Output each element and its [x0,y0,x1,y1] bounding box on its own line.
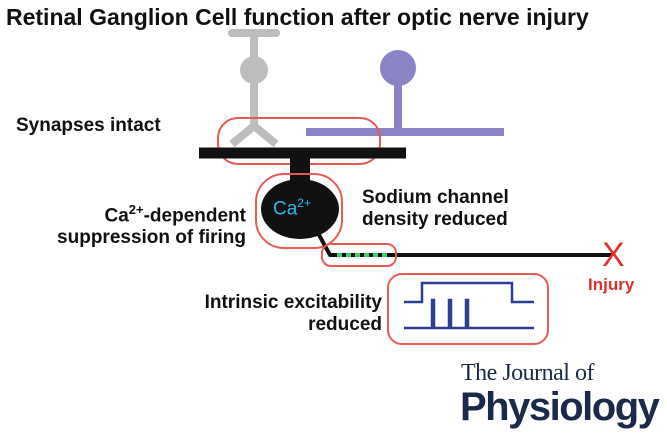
grey-presynaptic-neuron [228,29,280,148]
injury-label: Injury [588,275,635,294]
grey-neuron-terminal [229,122,279,148]
calcium-suppression-label: Ca2+-dependent suppression of firing [57,202,246,249]
spike-trace [404,298,534,330]
soma-calcium-label: Ca2+ [273,196,311,220]
intrinsic-excitability-label: Intrinsic excitability reduced [204,292,382,335]
rgc-dendrite-stem [290,155,310,181]
soma-highlight-box [255,173,343,249]
rgc-axon [316,232,612,257]
current-step-trace [404,281,534,304]
rgc-soma [261,179,339,239]
diagram-title: Retinal Ganglion Cell function after opt… [6,4,589,30]
excitability-highlight-box [387,273,549,345]
purple-presynaptic-neuron [306,50,504,136]
grey-neuron-soma [240,56,268,84]
sodium-channel-highlight-box [321,243,397,267]
journal-name-line2: Physiology [460,385,660,429]
injury-x-mark: X [602,236,625,274]
synapses-intact-label: Synapses intact [16,115,161,136]
sodium-channel-label: Sodium channel density reduced [362,187,509,230]
journal-name-line1: The Journal of [461,360,594,386]
purple-neuron-soma [380,50,416,86]
